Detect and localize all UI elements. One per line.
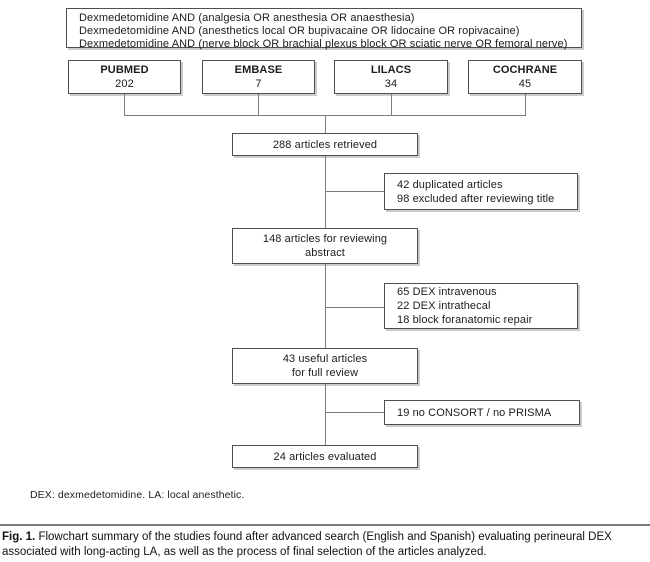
database-name: EMBASE <box>234 64 283 76</box>
database-count: 7 <box>255 78 262 90</box>
database-box-embase: EMBASE 7 <box>202 60 315 94</box>
search-term-line: Dexmedetomidine AND (analgesia OR anesth… <box>79 12 415 24</box>
connector-branch-exclusion-2 <box>325 307 384 308</box>
caption-divider-rule <box>0 524 650 526</box>
abbreviation-footnote: DEX: dexmedetomidine. LA: local anesthet… <box>30 489 245 501</box>
evaluated-box: 24 articles evaluated <box>232 445 418 468</box>
connector-branch-exclusion-1 <box>325 191 384 192</box>
exclusion-line: 42 duplicated articles <box>397 178 503 191</box>
connector-cochrane-down <box>525 94 526 115</box>
database-count: 45 <box>518 78 532 90</box>
database-box-lilacs: LILACS 34 <box>334 60 448 94</box>
evaluated-label: 24 articles evaluated <box>273 450 377 463</box>
exclusion-line: 98 excluded after reviewing title <box>397 192 555 205</box>
connector-embase-down <box>258 94 259 115</box>
database-name: COCHRANE <box>492 64 558 76</box>
exclusion-box-dex-routes: 65 DEX intravenous 22 DEX intrathecal 18… <box>384 283 578 329</box>
exclusion-box-duplicates: 42 duplicated articles 98 excluded after… <box>384 173 578 210</box>
figure-caption-label: Fig. 1. <box>2 531 36 543</box>
exclusion-box-reporting: 19 no CONSORT / no PRISMA <box>384 400 580 425</box>
database-name: PUBMED <box>100 64 149 76</box>
connector-lilacs-down <box>391 94 392 115</box>
full-review-line: 43 useful articles <box>282 353 368 365</box>
search-term-line: Dexmedetomidine AND (anesthetics local O… <box>79 25 520 37</box>
database-name: LILACS <box>370 64 412 76</box>
connector-branch-exclusion-3 <box>325 412 384 413</box>
exclusion-line: 18 block foranatomic repair <box>397 314 533 326</box>
retrieved-box: 288 articles retrieved <box>232 133 418 156</box>
connector-retrieved-to-abstract <box>325 156 326 228</box>
database-count: 202 <box>115 78 134 90</box>
database-count: 34 <box>384 78 398 90</box>
exclusion-line: 65 DEX intravenous <box>397 286 497 298</box>
search-term-line: Dexmedetomidine AND (nerve block OR brac… <box>79 38 568 50</box>
database-box-cochrane: COCHRANE 45 <box>468 60 582 94</box>
search-terms-box: Dexmedetomidine AND (analgesia OR anesth… <box>66 8 582 50</box>
connector-fullreview-to-evaluated <box>325 384 326 445</box>
exclusion-line: 22 DEX intrathecal <box>397 300 491 312</box>
connector-abstract-to-fullreview <box>325 264 326 348</box>
full-review-line: for full review <box>291 367 359 379</box>
figure-caption: Fig. 1. Flowchart summary of the studies… <box>2 530 649 560</box>
figure-caption-text: Flowchart summary of the studies found a… <box>2 531 612 558</box>
database-box-pubmed: PUBMED 202 <box>68 60 181 94</box>
full-review-box: 43 useful articles for full review <box>232 348 418 384</box>
abstract-review-line: 148 articles for reviewing <box>262 233 388 245</box>
connector-merge-to-retrieved <box>325 115 326 133</box>
exclusion-line: 19 no CONSORT / no PRISMA <box>397 406 552 419</box>
connector-pubmed-down <box>124 94 125 115</box>
abstract-review-box: 148 articles for reviewing abstract <box>232 228 418 264</box>
abstract-review-line: abstract <box>305 247 345 259</box>
retrieved-label: 288 articles retrieved <box>272 138 378 151</box>
